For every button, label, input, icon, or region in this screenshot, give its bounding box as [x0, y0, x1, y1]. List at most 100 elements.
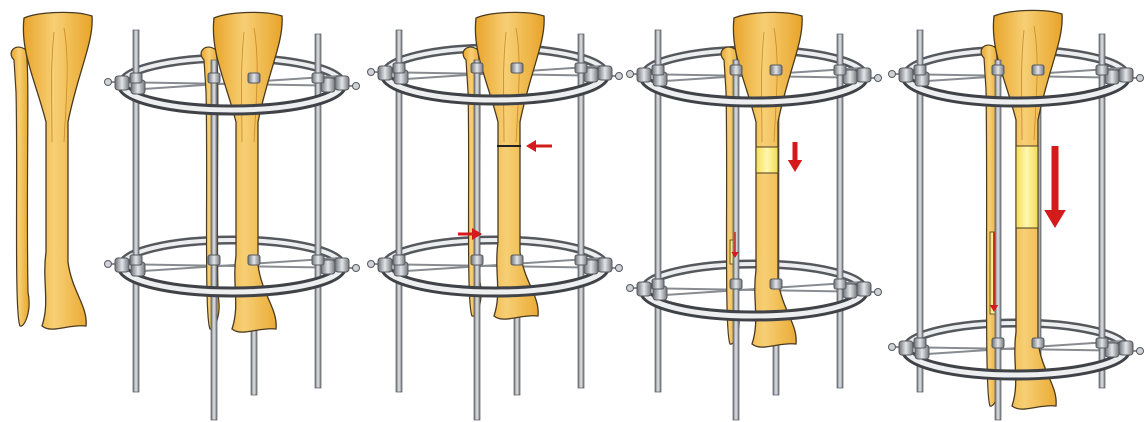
wire-clamp	[597, 65, 613, 81]
wire-clamp	[114, 257, 130, 273]
wire-clamp	[1104, 342, 1120, 358]
red-arrow-right-icon	[458, 228, 482, 240]
threaded-rod	[916, 29, 924, 393]
rod-nut	[207, 254, 221, 266]
rod-nut	[1031, 337, 1045, 349]
threaded-rod	[732, 59, 740, 421]
wire-clamp	[320, 77, 336, 93]
wire-clamp	[1118, 67, 1134, 83]
red-arrow-down-icon	[989, 232, 999, 312]
rod-nut	[207, 72, 221, 84]
wire-clamp	[856, 281, 872, 297]
rod-nut	[392, 254, 406, 266]
bone-contour-line	[51, 31, 55, 143]
rod-nut	[129, 72, 143, 84]
wire-clamp	[1118, 340, 1134, 356]
wire-clamp	[597, 257, 613, 273]
rod-nut	[574, 254, 588, 266]
wire-end	[1136, 347, 1144, 355]
wire-end	[352, 82, 360, 90]
panel-intact	[10, 11, 93, 330]
rod-nut	[729, 278, 743, 290]
rod-nut	[392, 62, 406, 74]
wire-end	[615, 72, 623, 80]
bone-contour-line	[1021, 29, 1025, 141]
ring-back	[639, 259, 869, 291]
bone-contour-line	[241, 31, 245, 143]
rod-nut	[574, 62, 588, 74]
wire-clamp	[334, 257, 350, 273]
wire-end	[352, 264, 360, 272]
ring-back	[380, 235, 610, 267]
arrow-head	[731, 252, 739, 258]
red-arrow-down-icon	[787, 142, 803, 172]
rod-nut	[510, 254, 524, 266]
rod-nut	[1095, 64, 1109, 76]
wire-clamp	[377, 257, 393, 273]
ring-front-highlight	[903, 348, 1129, 378]
bone-contour-line	[1033, 25, 1038, 141]
ring-front-highlight	[641, 289, 867, 319]
wire-clamp	[583, 259, 599, 275]
wire-end	[615, 264, 623, 272]
rod-nut	[470, 254, 484, 266]
transfixion-wire	[127, 257, 341, 273]
arrow-head	[989, 305, 999, 312]
tibia	[732, 11, 803, 348]
rod-nut	[470, 62, 484, 74]
wire-end	[888, 343, 896, 351]
bone-contour-line	[515, 27, 520, 143]
red-arrow-down-icon	[1044, 146, 1066, 228]
threaded-rod	[994, 59, 1002, 421]
wire-clamp	[842, 69, 858, 85]
ring-back	[117, 235, 347, 267]
threaded-rod	[132, 29, 140, 393]
rod-nut	[991, 337, 1005, 349]
rod-nut	[991, 64, 1005, 76]
tibia	[212, 11, 283, 333]
ring-front-highlight	[641, 75, 867, 105]
rod-nut	[651, 278, 665, 290]
rod-nut	[729, 64, 743, 76]
arrow-head	[472, 228, 482, 240]
fibula	[10, 46, 30, 327]
wire-clamp	[842, 283, 858, 299]
panel-frame-applied	[104, 11, 360, 421]
threaded-rod	[836, 33, 844, 389]
wire-clamp	[898, 340, 914, 356]
ring-front-highlight	[382, 265, 608, 295]
threaded-rod	[395, 29, 403, 393]
threaded-rod	[210, 59, 218, 421]
bone-contour-line	[773, 27, 778, 143]
tibia-regenerate	[1015, 145, 1039, 229]
rod-nut	[311, 72, 325, 84]
bone-contour-line	[503, 31, 507, 143]
rod-nut	[247, 254, 261, 266]
wire-end	[367, 260, 375, 268]
red-arrow-left-icon	[526, 140, 552, 152]
rod-nut	[913, 64, 927, 76]
panel-late-distraction	[888, 9, 1144, 421]
threaded-rod	[654, 29, 662, 393]
rod-nut	[769, 278, 783, 290]
wire-clamp	[898, 67, 914, 83]
red-arrow-down-icon	[731, 232, 739, 258]
ring-front-highlight	[119, 83, 345, 113]
bone-contour-line	[63, 27, 68, 143]
arrow-head	[1044, 210, 1066, 228]
rod-nut	[1031, 64, 1045, 76]
wire-end	[104, 78, 112, 86]
rod-nut	[129, 254, 143, 266]
wire-end	[874, 74, 882, 82]
rod-nut	[833, 278, 847, 290]
wire-end	[626, 284, 634, 292]
panel-corticotomy	[367, 11, 623, 421]
wire-end	[1136, 74, 1144, 82]
threaded-rod	[1098, 33, 1106, 389]
wire-end	[874, 288, 882, 296]
wire-clamp	[334, 75, 350, 91]
bone-contour-line	[761, 31, 765, 143]
panel-early-distraction	[626, 11, 882, 421]
tibia-regenerate	[755, 146, 779, 174]
